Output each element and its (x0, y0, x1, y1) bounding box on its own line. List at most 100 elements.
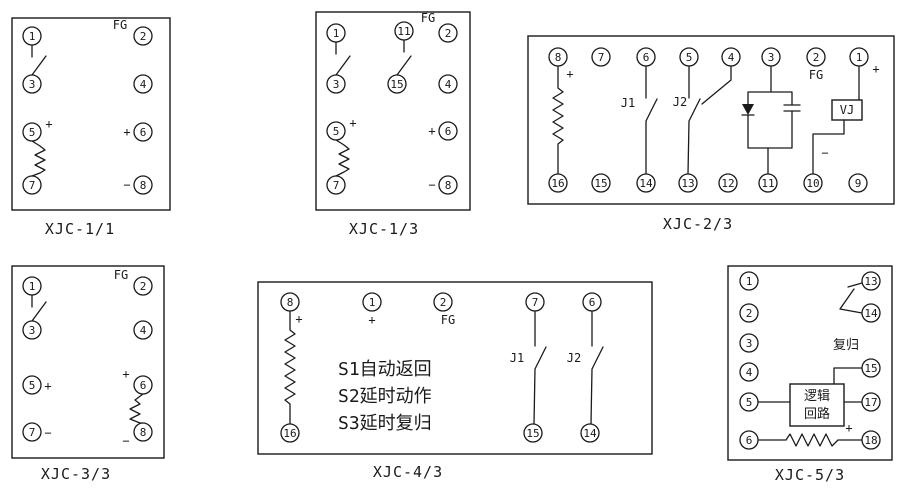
terminal-number: 5 (333, 125, 340, 138)
terminal: 6 (133, 375, 153, 395)
terminal-circle (758, 173, 778, 193)
panel-border (11, 265, 165, 459)
terminal: 8 (133, 422, 153, 442)
terminal-circle (326, 23, 346, 43)
coil (129, 393, 144, 424)
terminal-number: 3 (29, 324, 36, 337)
terminal: 14 (861, 303, 881, 323)
terminal: 15 (523, 423, 543, 443)
panel-xjc-3-3: 1 2 3 4 5 6 7 8 FG + − + − XJC-3/3 (11, 265, 165, 483)
terminal-number: 1 (856, 51, 863, 64)
terminal-number: 6 (445, 125, 452, 138)
vj-label: VJ (840, 103, 854, 117)
terminal-number: 3 (746, 337, 753, 350)
j2-label: J2 (673, 95, 687, 109)
terminal: 6 (636, 47, 656, 67)
terminal-number: 7 (333, 179, 340, 192)
terminal-circle (548, 47, 568, 67)
terminal-number: 4 (140, 324, 147, 337)
terminal-number: 8 (287, 296, 294, 309)
terminal-circle (280, 423, 300, 443)
terminal-number: 8 (140, 426, 147, 439)
polarity-plus: + (368, 313, 375, 327)
terminal-number: 13 (864, 275, 877, 288)
terminal-circle (591, 47, 611, 67)
panel-caption: XJC-3/3 (41, 465, 111, 483)
terminal-circle (22, 276, 42, 296)
terminal-circle (739, 362, 759, 382)
terminal-number: 1 (333, 27, 340, 40)
terminal-circle (133, 276, 153, 296)
terminal-circle (848, 173, 868, 193)
terminal: 4 (438, 74, 458, 94)
terminal-number: 2 (746, 307, 753, 320)
terminal: 7 (525, 292, 545, 312)
terminal-number: 2 (140, 30, 147, 43)
terminal-number: 7 (598, 51, 605, 64)
terminal-number: 4 (140, 78, 147, 91)
terminal: 8 (548, 47, 568, 67)
terminal-number: 8 (445, 179, 452, 192)
terminal-circle (133, 175, 153, 195)
terminal-number: 2 (813, 51, 820, 64)
polarity-minus: − (428, 178, 435, 192)
terminal-number: 5 (686, 51, 693, 64)
panel-border (727, 265, 893, 461)
panel-xjc-2-3: VJ 8 7 6 5 4 3 2 1 16 15 14 13 12 11 10 … (527, 35, 895, 233)
terminal-number: 15 (864, 362, 877, 375)
panel-xjc-4-3: 8 1 2 7 6 16 15 14 + + FG J1 J2 S1自动返回 S… (257, 281, 653, 481)
terminal: 8 (133, 175, 153, 195)
panel-border (257, 281, 653, 455)
terminal: 6 (739, 430, 759, 450)
terminal-circle (523, 423, 543, 443)
terminal-circle (636, 173, 656, 193)
terminal-circle (548, 173, 568, 193)
terminal: 2 (739, 303, 759, 323)
coil (757, 433, 863, 447)
terminal-number: 16 (551, 177, 564, 190)
terminal-circle (133, 375, 153, 395)
terminal-circle (739, 430, 759, 450)
terminal-circle (438, 175, 458, 195)
terminal-number: 8 (555, 51, 562, 64)
fg-label: FG (114, 268, 128, 282)
terminal-circle (22, 320, 42, 340)
terminal: 3 (761, 47, 781, 67)
terminal-number: 7 (29, 426, 36, 439)
terminal-circle (394, 21, 414, 41)
panel-caption: XJC-1/3 (349, 220, 419, 238)
terminal-circle (22, 422, 42, 442)
terminal: 15 (591, 173, 611, 193)
terminal-circle (761, 47, 781, 67)
terminal: 8 (280, 292, 300, 312)
terminal: 6 (438, 121, 458, 141)
terminal-circle (22, 122, 42, 142)
terminal: 1 (326, 23, 346, 43)
panel-caption: XJC-4/3 (373, 463, 443, 481)
terminal-circle (438, 23, 458, 43)
terminal-circle (861, 358, 881, 378)
terminal-circle (721, 47, 741, 67)
panel-caption: XJC-1/1 (45, 220, 115, 238)
terminal-number: 6 (589, 296, 596, 309)
polarity-plus: + (122, 367, 129, 381)
terminal-circle (438, 74, 458, 94)
coil (552, 65, 564, 175)
j1-label: J1 (621, 96, 635, 110)
panel-caption: XJC-5/3 (775, 466, 845, 484)
terminal-circle (133, 122, 153, 142)
terminal-number: 4 (445, 78, 452, 91)
terminal-number: 15 (594, 177, 607, 190)
terminal: 5 (679, 47, 699, 67)
j1-label: J1 (510, 351, 524, 365)
panel-border (315, 11, 471, 211)
terminal-number: 11 (397, 25, 410, 38)
note-line: S1自动返回 (338, 359, 432, 380)
terminal-circle (22, 375, 42, 395)
terminal-number: 1 (29, 280, 36, 293)
contact-wiring (335, 39, 412, 76)
terminal-circle (679, 47, 699, 67)
terminal-circle (861, 392, 881, 412)
panel-xjc-1-3: 1 11 2 3 15 4 5 6 7 8 FG + + − XJC-1/3 (315, 11, 471, 238)
terminal: 14 (580, 423, 600, 443)
